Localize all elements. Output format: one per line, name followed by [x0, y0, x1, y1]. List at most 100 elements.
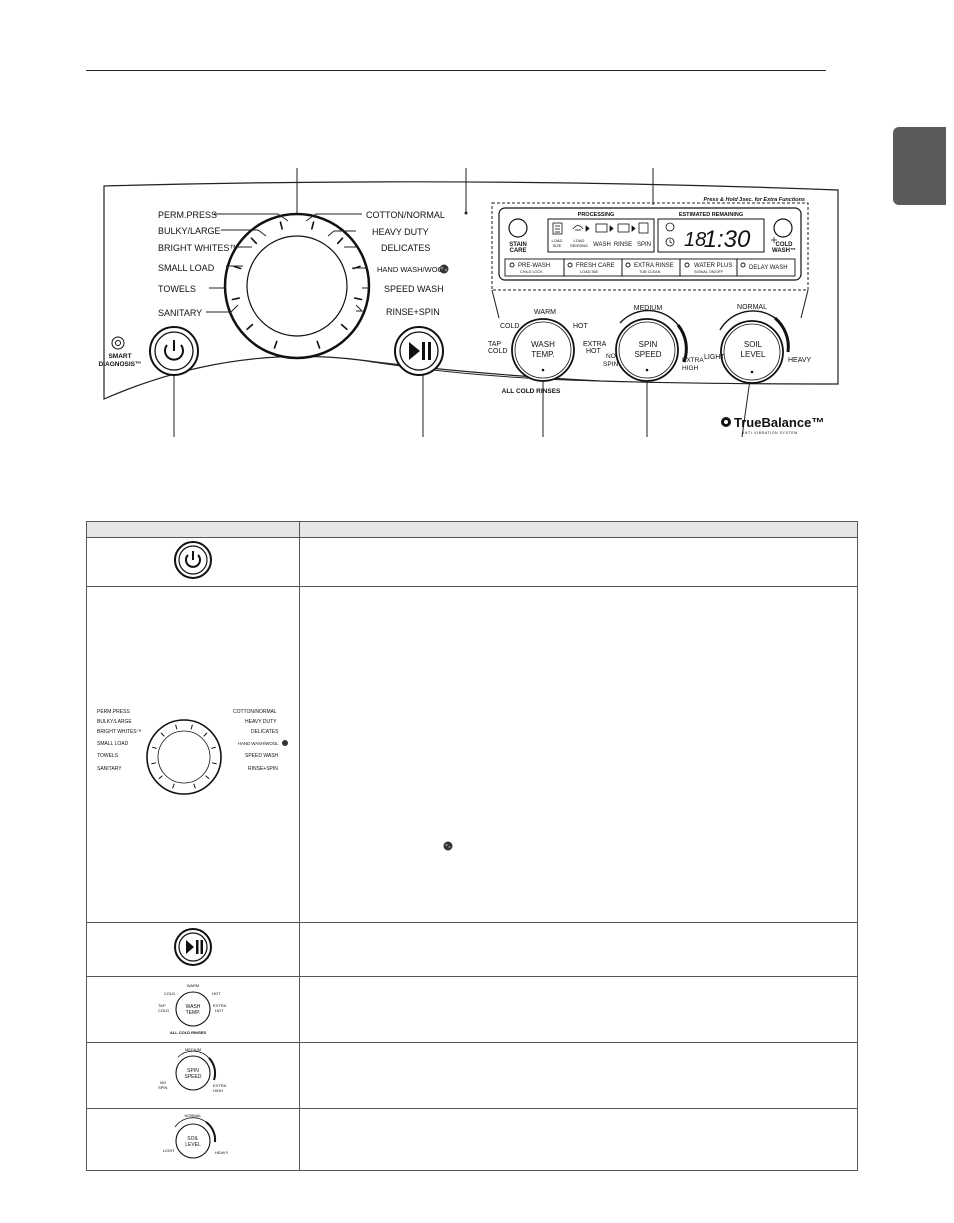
- cycle-led: [158, 775, 163, 780]
- cycle-led: [211, 762, 217, 765]
- svg-text:SPEED WASH: SPEED WASH: [384, 284, 444, 294]
- svg-text:MEDIUM: MEDIUM: [634, 305, 663, 312]
- soil-level-thumbnail: SOIL LEVEL NORMAL LIGHT HEAVY: [163, 1113, 229, 1159]
- chapter-tab: [893, 127, 946, 205]
- svg-text:RINSE+SPIN: RINSE+SPIN: [386, 307, 440, 317]
- stain-care-button: [508, 218, 528, 238]
- cold-wash-button: [773, 218, 793, 238]
- panel-curve: [359, 359, 601, 382]
- svg-text:SPEED WASH: SPEED WASH: [245, 753, 279, 759]
- cycle-led: [233, 265, 242, 270]
- svg-text:TEMP.: TEMP.: [186, 1010, 201, 1016]
- svg-text:HAND WASH/WOOL: HAND WASH/WOOL: [238, 741, 279, 746]
- start-pause-button: [394, 326, 444, 376]
- svg-text:TOWELS: TOWELS: [158, 284, 196, 294]
- stage-icons: [572, 222, 649, 234]
- cycle-led: [211, 746, 217, 749]
- top-rule: [86, 70, 826, 71]
- svg-text:SANITARY: SANITARY: [158, 308, 202, 318]
- svg-text:EXTRA: EXTRA: [583, 341, 607, 348]
- svg-text:SIGNAL ON/OFF: SIGNAL ON/OFF: [694, 270, 724, 274]
- svg-text:PROCESSING: PROCESSING: [578, 212, 615, 218]
- svg-text:WASH: WASH: [186, 1004, 201, 1010]
- svg-text:TAP: TAP: [488, 341, 501, 348]
- svg-text:WASH™: WASH™: [772, 247, 796, 254]
- svg-text:Press & Hold 3sec. for Extra F: Press & Hold 3sec. for Extra Functions: [704, 197, 805, 203]
- svg-text:BRIGHT WHITES™: BRIGHT WHITES™: [97, 729, 142, 735]
- cycle-dial-thumbnail: PERM.PRESS BULKY/LARGE BRIGHT WHITES™ SM…: [97, 709, 288, 795]
- svg-text:SENSING: SENSING: [570, 243, 588, 248]
- svg-text:NO: NO: [160, 1080, 166, 1085]
- load-size-icon: [552, 222, 563, 235]
- svg-text:SMART: SMART: [108, 353, 131, 360]
- cycle-led: [172, 783, 175, 789]
- control-panel-diagram: PERM.PRESS BULKY/LARGE BRIGHT WHITES™ SM…: [99, 168, 839, 438]
- wool-icon: [439, 264, 449, 274]
- wash-temp-knob: [511, 318, 575, 382]
- svg-text:HOT: HOT: [586, 348, 602, 355]
- svg-text:PERM.PRESS: PERM.PRESS: [158, 210, 217, 220]
- svg-text:SPEED: SPEED: [185, 1074, 202, 1080]
- display-panel: [498, 207, 802, 281]
- svg-text:EXTRA: EXTRA: [213, 1083, 227, 1088]
- spin-speed-knob: [615, 309, 688, 382]
- svg-text:DIAGNOSIS™: DIAGNOSIS™: [99, 361, 142, 368]
- svg-text:COLD: COLD: [488, 348, 507, 355]
- svg-text:FRESH CARE: FRESH CARE: [576, 263, 615, 269]
- svg-text:HOT: HOT: [573, 323, 589, 330]
- svg-text:LIGHT: LIGHT: [163, 1148, 175, 1153]
- svg-text:WARM: WARM: [187, 983, 200, 988]
- svg-text:COTTON/NORMAL: COTTON/NORMAL: [233, 709, 277, 715]
- power-button: [149, 326, 199, 376]
- svg-text:HIGH: HIGH: [682, 365, 699, 372]
- svg-text:HEAVY DUTY: HEAVY DUTY: [372, 227, 429, 237]
- clock-icon: [665, 237, 675, 247]
- svg-text:SPIN: SPIN: [158, 1085, 167, 1090]
- svg-text:BRIGHT WHITES™: BRIGHT WHITES™: [158, 243, 238, 253]
- svg-text:PRE-WASH: PRE-WASH: [518, 263, 550, 269]
- svg-text:COLD: COLD: [776, 242, 794, 248]
- wool-icon: [443, 841, 453, 851]
- svg-text:HEAVY: HEAVY: [788, 357, 812, 364]
- svg-text:SPEED: SPEED: [634, 350, 661, 359]
- svg-text:SPIN: SPIN: [639, 340, 658, 349]
- svg-text:SMALL LOAD: SMALL LOAD: [158, 263, 215, 273]
- cycle-dial-knob: [246, 235, 348, 337]
- svg-text:NORMAL: NORMAL: [737, 304, 767, 311]
- svg-text:LOAD: LOAD: [552, 238, 563, 243]
- cycle-led: [246, 323, 254, 331]
- cycle-led: [231, 297, 241, 301]
- svg-text:HEAVY DUTY: HEAVY DUTY: [245, 719, 277, 725]
- truebalance-logo-icon: [721, 417, 731, 427]
- cycle-led: [340, 323, 348, 331]
- cycle-dial-leds: [231, 221, 363, 349]
- cycle-led: [311, 221, 315, 230]
- svg-text:HOT: HOT: [212, 991, 221, 996]
- svg-text:EXTRA: EXTRA: [213, 1003, 227, 1008]
- svg-text:LIGHT: LIGHT: [704, 354, 725, 361]
- wash-temp-thumbnail: WASH TEMP. WARM COLD HOT TAP COLD EXTRA …: [158, 983, 227, 1035]
- svg-text:WATER PLUS: WATER PLUS: [694, 263, 732, 269]
- wifi-icon: [665, 222, 675, 232]
- svg-text:COTTON/NORMAL: COTTON/NORMAL: [366, 210, 445, 220]
- cycle-led: [151, 762, 157, 765]
- start-pause-icon: [174, 928, 212, 966]
- svg-text:ESTIMATED REMAINING: ESTIMATED REMAINING: [679, 212, 743, 218]
- cycle-led: [151, 746, 157, 749]
- svg-text:SIZE: SIZE: [553, 243, 562, 248]
- status-display: [547, 218, 655, 253]
- cycle-led: [336, 237, 344, 245]
- table-row-start-pause: [86, 922, 300, 977]
- svg-text:HEAVY: HEAVY: [215, 1150, 229, 1155]
- smart-diagnosis-icon: [111, 336, 125, 350]
- svg-text:DELICATES: DELICATES: [251, 729, 279, 735]
- svg-text:LEVEL: LEVEL: [741, 350, 766, 359]
- svg-text:1:30: 1:30: [704, 226, 751, 253]
- svg-text:ALL COLD RINSES: ALL COLD RINSES: [502, 388, 561, 395]
- svg-text:BULKY/LARGE: BULKY/LARGE: [158, 226, 221, 236]
- svg-text:SOIL: SOIL: [744, 340, 763, 349]
- svg-text:SPIN: SPIN: [603, 361, 618, 368]
- spin-speed-thumbnail: SPIN SPEED MEDIUM NO SPIN EXTRA HIGH: [158, 1047, 227, 1093]
- cycle-led: [160, 732, 165, 737]
- wool-icon: [282, 740, 288, 746]
